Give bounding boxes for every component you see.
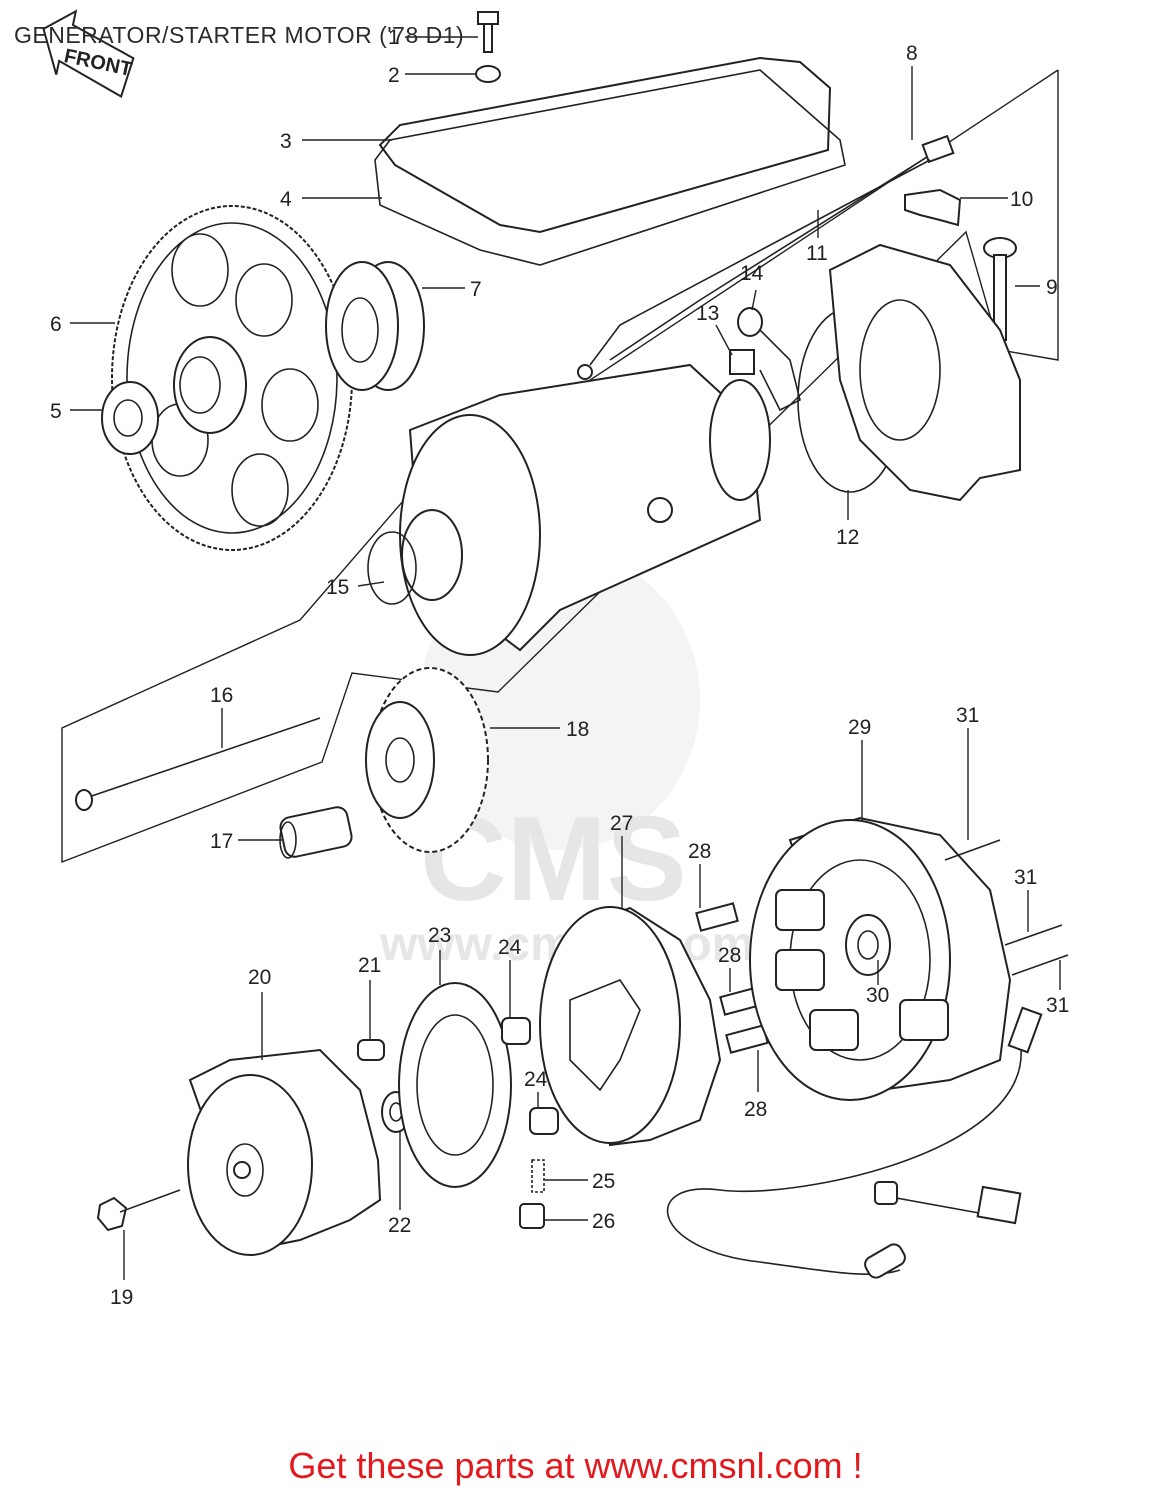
terminal-8	[921, 134, 955, 164]
bearing-30	[845, 914, 891, 976]
callout-12: 12	[836, 526, 859, 549]
callout-14: 14	[740, 262, 764, 285]
sleeve-17	[279, 806, 353, 859]
callout-4: 4	[280, 188, 292, 211]
bushing-7	[325, 261, 425, 391]
stator-29	[749, 816, 1012, 1101]
bolt-16	[75, 717, 321, 811]
lead-8	[609, 151, 936, 361]
cover-3	[378, 56, 832, 234]
plate-23	[398, 982, 512, 1188]
bolt-28a	[695, 902, 739, 932]
spring-25	[531, 1159, 545, 1193]
callout-27: 27	[610, 812, 633, 835]
callout-30: 30	[866, 984, 889, 1007]
rotor-20	[187, 1048, 382, 1256]
callout-6: 6	[50, 313, 62, 336]
clutch-27	[539, 906, 722, 1147]
bolt-28c	[725, 1024, 769, 1054]
callout-8: 8	[906, 42, 918, 65]
callout-5: 5	[50, 400, 62, 423]
callout-22: 22	[388, 1214, 411, 1237]
callout-31b: 31	[1014, 866, 1037, 889]
screw-31a	[944, 839, 1001, 861]
callout-28c: 28	[744, 1098, 767, 1121]
terminal-11	[577, 364, 593, 380]
nut-2	[475, 65, 501, 83]
callout-11: 11	[806, 242, 828, 265]
callout-29: 29	[848, 716, 871, 739]
end-housing	[828, 243, 1021, 502]
callout-7: 7	[470, 278, 482, 301]
callout-28a: 28	[688, 840, 711, 863]
gear-6	[111, 205, 353, 551]
front-arrow: FRONT	[42, 9, 135, 99]
roller-24a	[501, 1017, 531, 1045]
leader-lines	[70, 36, 1061, 1280]
callout-23: 23	[428, 924, 451, 947]
pin-21	[357, 1039, 385, 1061]
spring-14	[737, 307, 763, 337]
lead-11	[589, 159, 931, 366]
end-housing-bore	[859, 299, 941, 441]
collar-5	[101, 381, 159, 455]
bolt-9	[983, 237, 1017, 341]
callout-16: 16	[210, 684, 233, 707]
connector-b	[874, 1181, 898, 1205]
brush-leads	[759, 329, 801, 412]
pinion-15	[367, 509, 463, 605]
elbow-10	[904, 188, 962, 227]
roller-24b	[529, 1107, 559, 1135]
callout-26: 26	[592, 1210, 615, 1233]
callout-21: 21	[358, 954, 381, 977]
callout-17: 17	[210, 830, 233, 853]
cap-26	[519, 1203, 545, 1229]
callout-20: 20	[248, 966, 271, 989]
gear-18	[365, 667, 489, 853]
screw-31c	[1011, 954, 1069, 976]
footer-link[interactable]: Get these parts at www.cmsnl.com !	[288, 1445, 863, 1486]
connector-d	[1007, 1006, 1043, 1054]
callout-31a: 31	[956, 704, 979, 727]
callout-19: 19	[110, 1286, 133, 1309]
callouts: 1 2 3 4 5 6 7 8 9 10 11 12 13 14 15 16 1…	[50, 26, 1069, 1309]
bolt-1	[477, 11, 499, 53]
callout-24a: 24	[498, 936, 522, 959]
callout-18: 18	[566, 718, 589, 741]
screw-31b	[1004, 924, 1063, 946]
callout-9: 9	[1046, 276, 1058, 299]
callout-28b: 28	[718, 944, 741, 967]
brush-13	[729, 349, 755, 375]
connector-c	[864, 1243, 906, 1279]
gasket-4	[374, 69, 846, 266]
bolt-19	[96, 1189, 181, 1232]
wiring-harness	[666, 1039, 1022, 1275]
callout-10: 10	[1010, 188, 1033, 211]
callout-24b: 24	[524, 1068, 548, 1091]
callout-31c: 31	[1046, 994, 1069, 1017]
page-title: GENERATOR/STARTER MOTOR ('78 D1)	[14, 22, 465, 48]
connector-a	[976, 1185, 1022, 1225]
callout-1: 1	[388, 26, 400, 49]
callout-3: 3	[280, 130, 292, 153]
callout-13: 13	[696, 302, 719, 325]
callout-2: 2	[388, 64, 400, 87]
callout-25: 25	[592, 1170, 615, 1193]
callout-15: 15	[326, 576, 349, 599]
